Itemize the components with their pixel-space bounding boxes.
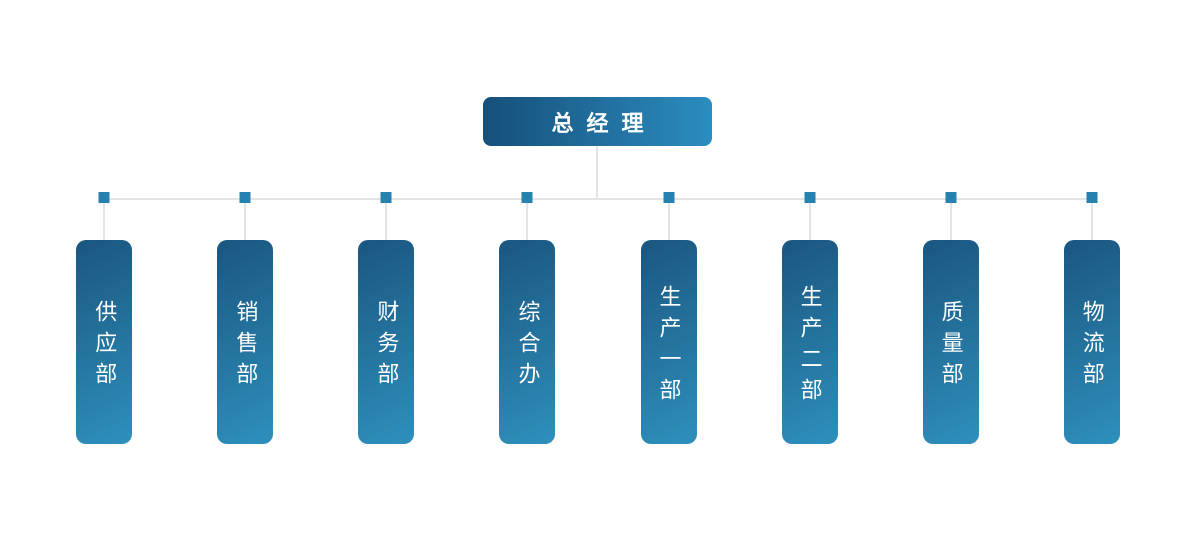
junction-square [521, 192, 533, 203]
dept-node-label: 财务部 [374, 300, 400, 393]
dept-node: 综合办 [499, 240, 556, 444]
dept-connector-stub [808, 199, 811, 241]
dept-connector-stub [103, 199, 106, 241]
junction-square [1086, 192, 1098, 203]
dept-node-label: 生产二部 [797, 284, 823, 409]
junction-square [945, 192, 957, 203]
dept-node-label: 供应部 [92, 300, 118, 393]
dept-node: 生产二部 [781, 240, 838, 444]
dept-node-label: 综合办 [515, 300, 541, 393]
root-node-label: 总经理 [551, 110, 657, 136]
horizontal-connector-line [103, 198, 1093, 200]
dept-connector-stub [244, 199, 247, 241]
dept-connector-stub [667, 199, 670, 241]
dept-connector-stub [385, 199, 388, 241]
dept-node: 财务部 [358, 240, 415, 444]
dept-node-label: 销售部 [233, 300, 259, 393]
root-node-general-manager: 总经理 [483, 97, 712, 146]
junction-square [804, 192, 816, 203]
dept-node-label: 物流部 [1079, 300, 1105, 393]
dept-node: 质量部 [922, 240, 979, 444]
junction-square [380, 192, 392, 203]
dept-node: 生产一部 [640, 240, 697, 444]
dept-node: 供应部 [76, 240, 133, 444]
dept-connector-stub [1090, 199, 1093, 241]
root-connector-line [596, 146, 598, 199]
dept-node: 销售部 [217, 240, 274, 444]
junction-square [98, 192, 110, 203]
junction-square [239, 192, 251, 203]
dept-node: 物流部 [1063, 240, 1120, 444]
dept-connector-stub [949, 199, 952, 241]
dept-connector-stub [526, 199, 529, 241]
dept-node-label: 质量部 [938, 300, 964, 393]
dept-node-label: 生产一部 [656, 284, 682, 409]
junction-square [663, 192, 675, 203]
